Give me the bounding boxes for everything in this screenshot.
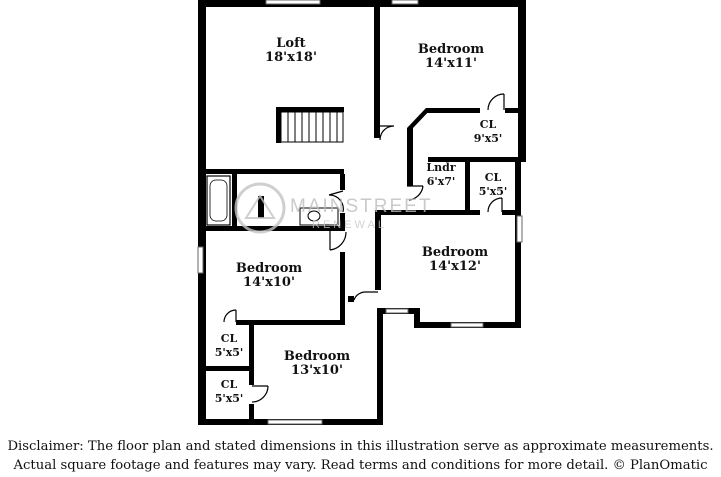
- room-name-laundry: Lndr: [426, 161, 455, 174]
- wall: [198, 0, 206, 425]
- room-name-bedroom-s: Bedroom: [284, 349, 351, 364]
- disclaimer-line-2: Actual square footage and features may v…: [13, 458, 708, 473]
- door: [223, 309, 237, 323]
- door: [407, 185, 424, 201]
- interior-walls: [206, 0, 521, 420]
- disclaimer: Disclaimer: The floor plan and stated di…: [0, 437, 721, 475]
- wall: [375, 210, 381, 290]
- window: [197, 246, 204, 274]
- wall: [470, 210, 480, 215]
- wall: [348, 296, 354, 302]
- wall: [518, 0, 526, 162]
- vanity: [299, 207, 339, 226]
- wall: [198, 0, 526, 7]
- wall: [426, 108, 480, 113]
- wall: [375, 210, 415, 215]
- watermark-subtext: RENEWAL: [312, 219, 387, 231]
- room-name-closet-e: CL: [485, 171, 502, 184]
- room-name-bedroom-w: Bedroom: [236, 261, 303, 276]
- staircase: [280, 111, 344, 143]
- wall: [414, 308, 420, 328]
- room-dims-closet-sw2: 5'x5': [215, 392, 244, 405]
- door: [487, 93, 505, 111]
- room-dims-closet-e: 5'x5': [479, 185, 508, 198]
- room-name-closet-ne: CL: [480, 118, 497, 131]
- room-dims-bedroom-ne: 14'x11': [425, 56, 477, 71]
- disclaimer-line-1: Disclaimer: The floor plan and stated di…: [7, 439, 714, 454]
- wall: [249, 404, 254, 420]
- window: [391, 0, 419, 5]
- stair-treads: [287, 112, 338, 142]
- door: [379, 125, 395, 141]
- bathroom-fixtures: [206, 175, 339, 226]
- wall: [249, 325, 254, 385]
- room-name-closet-sw2: CL: [221, 378, 238, 391]
- window: [265, 0, 321, 5]
- room-name-closet-sw1: CL: [221, 332, 238, 345]
- wall: [428, 157, 520, 162]
- wall: [407, 128, 413, 186]
- door: [251, 385, 269, 403]
- wall: [206, 169, 344, 174]
- watermark-text: MAINSTREET: [290, 196, 432, 217]
- wall: [374, 0, 380, 138]
- sink-icon: [307, 210, 321, 222]
- room-dims-bedroom-e: 14'x12': [429, 259, 481, 274]
- watermark-logo-icon: [234, 182, 286, 234]
- wall: [377, 308, 383, 425]
- doors: [223, 93, 505, 403]
- watermark: MAINSTREET RENEWAL: [234, 182, 432, 234]
- room-name-bedroom-e: Bedroom: [422, 245, 489, 260]
- door: [487, 197, 503, 213]
- room-name-bedroom-ne: Bedroom: [418, 42, 485, 57]
- wall: [340, 174, 345, 190]
- wall: [407, 108, 432, 128]
- door: [353, 291, 378, 301]
- window: [516, 215, 523, 243]
- wall: [505, 108, 521, 113]
- wall: [276, 107, 344, 112]
- window: [385, 308, 409, 314]
- room-name-loft: Loft: [276, 36, 305, 51]
- wall: [340, 213, 345, 231]
- wall: [276, 107, 281, 143]
- room-dims-loft: 18'x18': [265, 50, 317, 65]
- windows: [197, 0, 523, 425]
- wall: [236, 320, 345, 325]
- wall: [206, 366, 252, 371]
- room-dims-bedroom-s: 13'x10': [291, 363, 343, 378]
- room-dims-closet-ne: 9'x5': [474, 132, 503, 145]
- room-dims-closet-sw1: 5'x5': [215, 346, 244, 359]
- wall: [232, 174, 237, 227]
- room-labels: Loft 18'x18' Bedroom 14'x11' CL 9'x5' Ln…: [215, 36, 508, 405]
- room-dims-bedroom-w: 14'x10': [243, 275, 295, 290]
- window: [267, 419, 323, 425]
- wall: [502, 210, 521, 215]
- wall: [340, 252, 345, 324]
- window: [450, 322, 484, 328]
- wall: [515, 160, 521, 328]
- door: [328, 190, 344, 213]
- toilet-icon: [258, 196, 264, 218]
- wall: [414, 210, 470, 215]
- door: [329, 231, 347, 251]
- wall: [465, 157, 470, 215]
- bathtub: [206, 175, 231, 226]
- room-dims-laundry: 6'x7': [427, 175, 456, 188]
- floor-plan: MAINSTREET RENEWAL Loft 18'x18' Bedroom …: [197, 0, 526, 425]
